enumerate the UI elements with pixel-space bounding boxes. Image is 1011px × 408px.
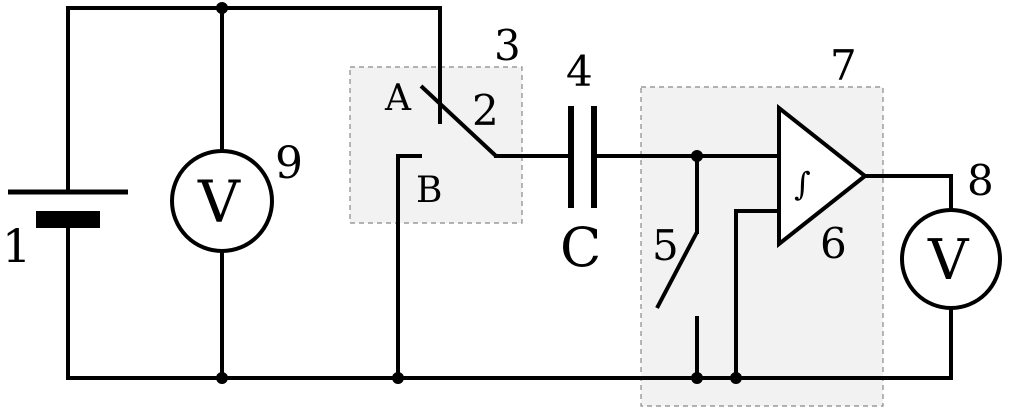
junction-dot bbox=[691, 150, 703, 162]
label-voltmeter-source-symbol: V bbox=[197, 168, 241, 236]
label-voltmeter-output-number: 8 bbox=[967, 156, 994, 205]
battery-top-wire bbox=[66, 6, 442, 194]
voltmeter-source bbox=[170, 6, 274, 380]
reset-switch-blade bbox=[655, 231, 699, 309]
label-capacitor-letter: C bbox=[560, 216, 601, 279]
integrator bbox=[734, 103, 953, 380]
changeover-switch bbox=[396, 84, 572, 380]
label-battery: 1 bbox=[2, 219, 31, 273]
label-contact-b: B bbox=[416, 170, 442, 211]
label-integrator: 6 bbox=[820, 219, 847, 268]
battery-short-plate bbox=[36, 211, 100, 228]
integrator-block-box bbox=[640, 86, 884, 407]
junction-dot bbox=[691, 372, 703, 384]
contact-b-wire bbox=[396, 154, 422, 380]
junction-dot bbox=[730, 372, 742, 384]
integrator-triangle bbox=[777, 103, 869, 249]
label-voltmeter-output-symbol: V bbox=[927, 228, 970, 293]
junction-dot bbox=[216, 2, 228, 14]
label-switch-block: 3 bbox=[494, 21, 521, 70]
switch-block-box bbox=[349, 66, 523, 224]
junctions bbox=[216, 2, 742, 384]
label-reset-switch: 5 bbox=[652, 221, 679, 270]
label-voltmeter-source-number: 9 bbox=[275, 138, 303, 189]
label-capacitor-number: 4 bbox=[566, 47, 593, 96]
integrator-ground-wire bbox=[734, 209, 781, 380]
capacitor bbox=[568, 106, 781, 208]
label-integral-symbol: ∫ bbox=[794, 165, 811, 203]
label-switch-pivot: 2 bbox=[472, 86, 499, 135]
label-contact-a: A bbox=[384, 78, 412, 119]
junction-dot bbox=[392, 372, 404, 384]
battery bbox=[8, 6, 442, 380]
switch-blade bbox=[419, 84, 498, 158]
reset-switch bbox=[655, 154, 699, 380]
label-integrator-block: 7 bbox=[830, 41, 857, 90]
voltmeter-output bbox=[900, 208, 1002, 380]
junction-dot bbox=[216, 372, 228, 384]
integrator-output-wire bbox=[863, 174, 953, 212]
